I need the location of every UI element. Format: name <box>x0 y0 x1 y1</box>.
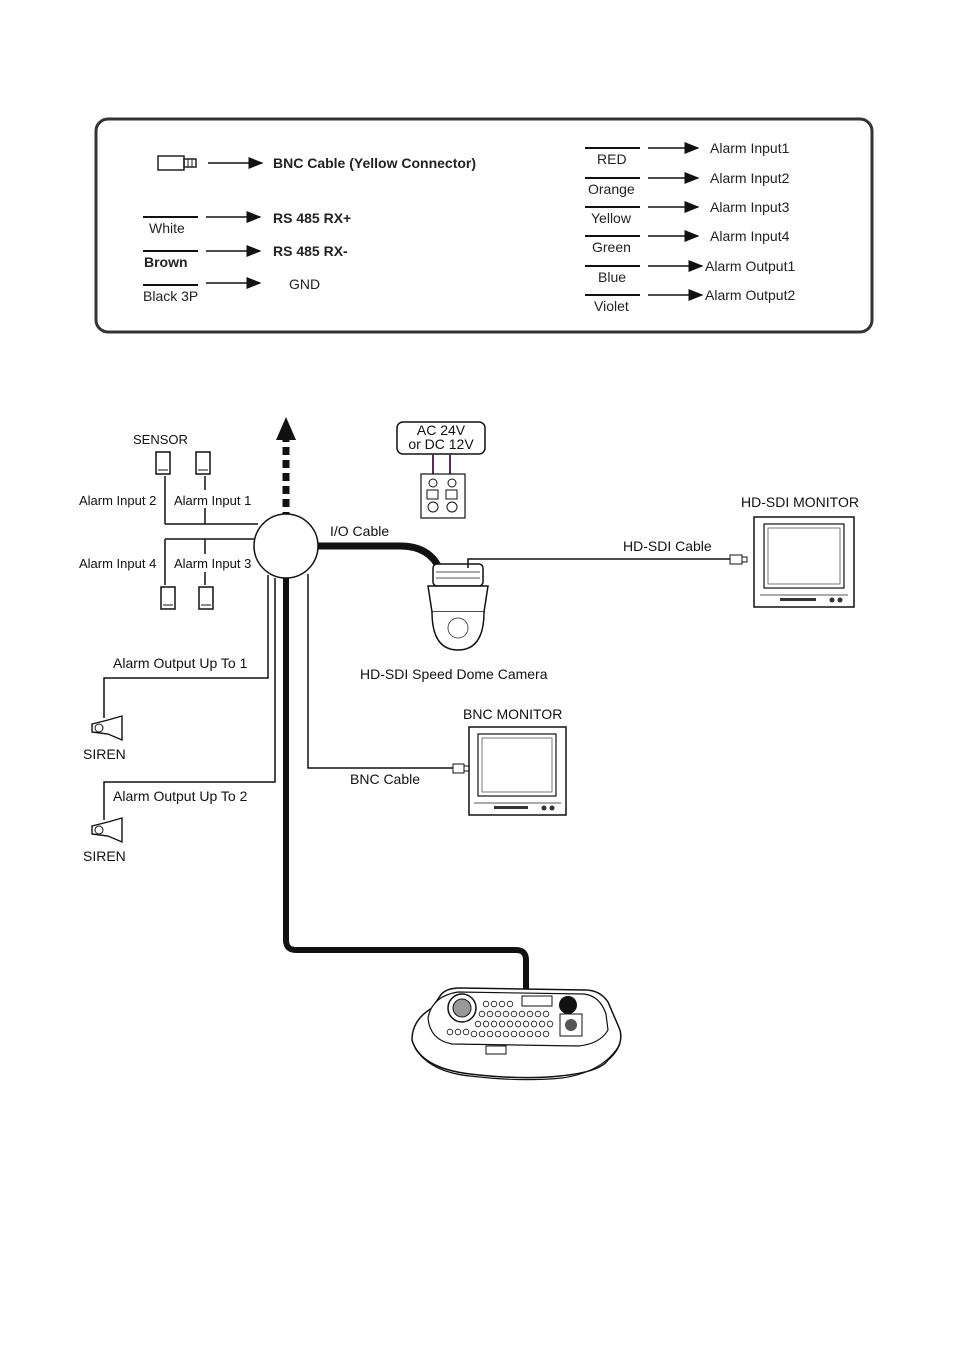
wire-color-label: Violet <box>594 298 629 314</box>
bnc-cable-label: BNC Cable (Yellow Connector) <box>273 155 476 171</box>
bnc-connector-icon <box>452 763 470 774</box>
bnc-monitor-label: BNC MONITOR <box>463 706 562 722</box>
sensor-icon <box>198 586 214 610</box>
legend-border <box>94 117 874 334</box>
rs485-row: Black 3P GND <box>143 276 320 304</box>
alarm-input-3-label: Alarm Input 3 <box>174 556 251 571</box>
rs485-row: White RS 485 RX+ <box>143 210 351 236</box>
alarm-input-4-label: Alarm Input 4 <box>79 556 156 571</box>
wire-color-label: Orange <box>588 181 635 197</box>
power-label-box <box>396 421 486 455</box>
signal-label: GND <box>289 276 320 292</box>
io-cable <box>318 542 444 572</box>
sensor-label: SENSOR <box>133 432 188 447</box>
io-cable-label: I/O Cable <box>330 523 389 539</box>
siren-icon <box>91 715 123 742</box>
hdsdi-monitor-icon <box>753 516 855 608</box>
alarm-output-1-label: Alarm Output Up To 1 <box>113 655 248 671</box>
wire-color-label: Brown <box>144 254 188 270</box>
bnc-cable <box>307 574 455 769</box>
connection-diagram: SENSOR Alarm Input 2 Alarm Input 1 Alarm… <box>79 417 859 1081</box>
speed-dome-camera-icon <box>427 563 489 651</box>
siren-icon <box>91 817 123 844</box>
alarm-wire-row: Violet Alarm Output2 <box>585 287 795 314</box>
signal-label: Alarm Input3 <box>710 199 790 215</box>
bnc-connector-icon <box>157 155 197 171</box>
wire-color-label: Green <box>592 239 631 255</box>
power-label-line2: or DC 12V <box>408 436 474 452</box>
alarm-wire-row: Yellow Alarm Input3 <box>585 199 790 226</box>
sensor-icon <box>160 586 176 610</box>
signal-label: Alarm Input1 <box>710 140 790 156</box>
hdsdi-cable-label: HD-SDI Cable <box>623 538 712 554</box>
rs485-cable <box>283 578 529 1000</box>
signal-label: RS 485 RX+ <box>273 210 351 226</box>
bnc-connector-icon <box>729 554 748 565</box>
keyboard-controller-icon <box>411 987 622 1081</box>
alarm-wire-row: Blue Alarm Output1 <box>585 258 795 285</box>
power-label-line1: AC 24V <box>417 422 466 438</box>
cable-legend: BNC Cable (Yellow Connector) White RS 48… <box>94 117 874 334</box>
alarm-wire-row: Orange Alarm Input2 <box>585 170 790 197</box>
wire-color-label: RED <box>597 151 627 167</box>
sensor-icon <box>195 451 211 475</box>
alarm-wire-list: RED Alarm Input1 Orange Alarm Input2 Yel… <box>585 140 795 314</box>
signal-label: Alarm Input4 <box>710 228 790 244</box>
wire-color-label: Black 3P <box>143 288 198 304</box>
signal-label: Alarm Output1 <box>705 258 795 274</box>
hdsdi-cable <box>467 558 730 568</box>
camera-label: HD-SDI Speed Dome Camera <box>360 666 548 682</box>
bnc-monitor-icon <box>468 726 567 816</box>
wire-color-label: Yellow <box>591 210 632 226</box>
wire-color-label: Blue <box>598 269 626 285</box>
alarm-wire-row: RED Alarm Input1 <box>585 140 790 167</box>
alarm-input-1-label: Alarm Input 1 <box>174 493 251 508</box>
sensor-icon <box>155 451 171 475</box>
wire-color-label: White <box>149 220 185 236</box>
power-terminal-icon <box>420 473 466 519</box>
hdsdi-monitor-label: HD-SDI MONITOR <box>741 494 859 510</box>
siren-1-label: SIREN <box>83 746 126 762</box>
signal-label: RS 485 RX- <box>273 243 348 259</box>
up-arrow-icon <box>276 417 296 520</box>
alarm-output-2-label: Alarm Output Up To 2 <box>113 788 248 804</box>
junction-circle <box>253 513 319 579</box>
rs485-row: Brown RS 485 RX- <box>143 243 348 270</box>
signal-label: Alarm Input2 <box>710 170 790 186</box>
siren-2-label: SIREN <box>83 848 126 864</box>
signal-label: Alarm Output2 <box>705 287 795 303</box>
bnc-cable-label-diagram: BNC Cable <box>350 771 420 787</box>
alarm-input-2-label: Alarm Input 2 <box>79 493 156 508</box>
alarm-wire-row: Green Alarm Input4 <box>585 228 790 255</box>
